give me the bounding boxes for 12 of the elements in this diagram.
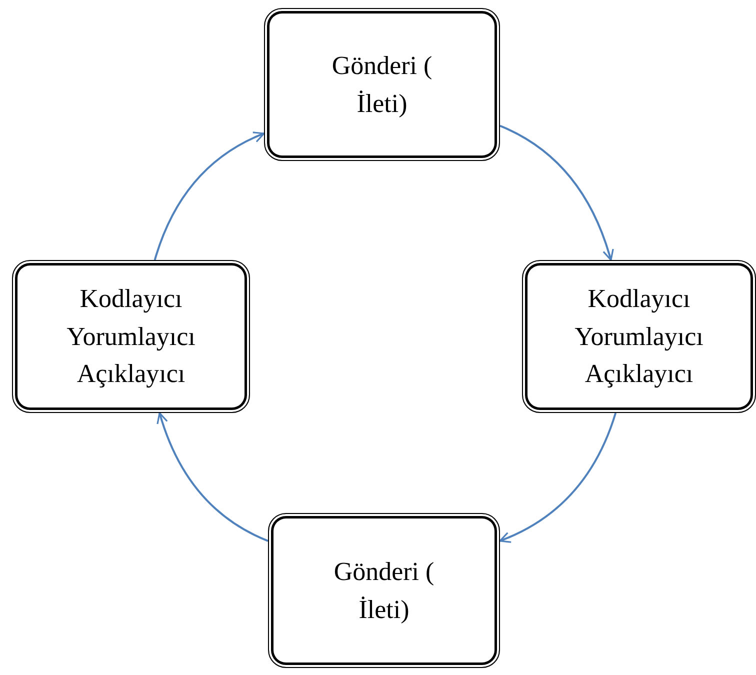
rounded-box	[268, 513, 500, 668]
rounded-box	[12, 260, 250, 413]
box-text: Kodlayıcı Yorumlayıcı Açıklayıcı	[574, 282, 704, 390]
rounded-box	[522, 260, 756, 413]
rounded-box	[264, 8, 500, 161]
curved-arrow	[500, 124, 614, 261]
box-text: Kodlayıcı Yorumlayıcı Açıklayıcı	[66, 282, 196, 390]
box-text: Gönderi ( İleti)	[330, 50, 434, 120]
curved-arrow	[499, 412, 617, 543]
curved-arrow	[154, 132, 265, 260]
curved-arrow	[157, 412, 268, 542]
box-text: Gönderi ( İleti)	[332, 556, 436, 626]
